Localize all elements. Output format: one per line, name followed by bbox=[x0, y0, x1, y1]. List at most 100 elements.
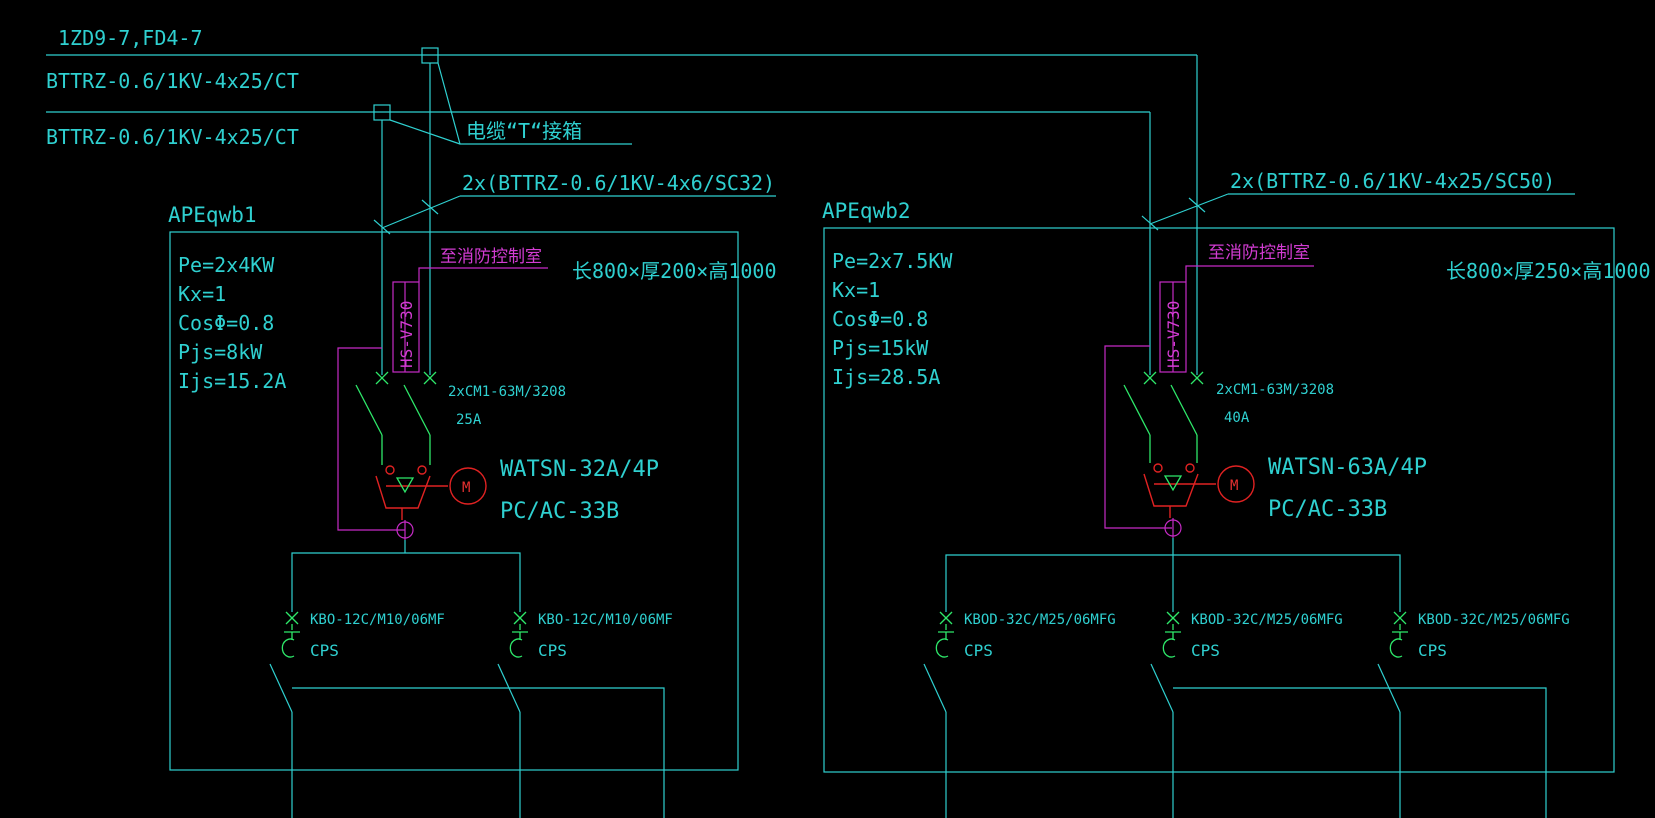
ats-body bbox=[375, 475, 431, 509]
panel2-outgoing-1 bbox=[923, 611, 954, 818]
panel1-param-kx: Kx=1 bbox=[178, 282, 226, 306]
panel2-breaker: 2xCM1-63M/3208 bbox=[1216, 382, 1334, 398]
panel2-outgoing-3 bbox=[1377, 611, 1408, 818]
panel1-out1-cps: CPS bbox=[310, 641, 339, 660]
panel2-param-pjs: Pjs=15kW bbox=[832, 336, 929, 360]
tbox-label: 电缆“T“接箱 bbox=[466, 119, 582, 143]
cps-symbol bbox=[935, 631, 954, 658]
panel2-out1-breaker: KBOD-32C/M25/06MFG bbox=[964, 612, 1116, 628]
panel1-name: APEqwb1 bbox=[168, 203, 257, 227]
panel1-breaker-symbols bbox=[355, 371, 437, 465]
switch-blade bbox=[1170, 384, 1198, 436]
panel2-ats-symbol bbox=[1143, 463, 1255, 538]
contact bbox=[417, 465, 427, 475]
panel2-to-fire-room: 至消防控制室 bbox=[1208, 243, 1310, 263]
panel1-module-label: HS-V730 bbox=[397, 301, 416, 368]
panel2-control-loop bbox=[1104, 345, 1172, 529]
switch-blade bbox=[1123, 384, 1151, 436]
panel2-tick-b bbox=[1141, 215, 1159, 231]
ats-body bbox=[1143, 473, 1199, 507]
panel1-ats: WATSN-32A/4P bbox=[500, 457, 659, 482]
motor-label: M bbox=[462, 480, 470, 496]
panel2-tick-a bbox=[1188, 197, 1206, 213]
switch-blade bbox=[403, 384, 431, 436]
motor-circle bbox=[1217, 465, 1255, 503]
panel1-tick-a bbox=[421, 199, 439, 215]
panel2-out2-cps: CPS bbox=[1191, 641, 1220, 660]
panel1-param-pjs: Pjs=8kW bbox=[178, 340, 263, 364]
panel2-enclosure bbox=[823, 227, 1615, 773]
cps-symbol bbox=[509, 631, 528, 658]
panel2-param-kx: Kx=1 bbox=[832, 278, 880, 302]
cps-symbol bbox=[1389, 631, 1408, 658]
cps-symbol bbox=[1162, 631, 1181, 658]
panel1-ats-class: PC/AC-33B bbox=[500, 499, 619, 524]
ats-triangle bbox=[395, 477, 415, 494]
panel2-breaker-symbols bbox=[1123, 371, 1204, 463]
motor-label: M bbox=[1230, 478, 1238, 494]
panel1-control-loop bbox=[337, 347, 405, 531]
panel2-param-ijs: Ijs=28.5A bbox=[832, 365, 940, 389]
panel1-out2-cps: CPS bbox=[538, 641, 567, 660]
panel2-return-line bbox=[1173, 687, 1547, 818]
x-mark bbox=[1393, 611, 1407, 625]
panel1-hs-module bbox=[392, 281, 420, 373]
header-line1: 1ZD9-7,FD4-7 bbox=[58, 26, 203, 50]
panel1-out1-breaker: KBO-12C/M10/06MF bbox=[310, 612, 445, 628]
contact bbox=[1185, 463, 1195, 473]
x-mark bbox=[1143, 371, 1157, 385]
panel-apeqwb2: M bbox=[823, 193, 1615, 818]
contact bbox=[1153, 463, 1163, 473]
panel1-outgoing-bus bbox=[291, 552, 521, 612]
panel2-param-cos: CosΦ=0.8 bbox=[832, 307, 928, 331]
tbox-leader-b bbox=[389, 119, 461, 145]
incoming-bus bbox=[46, 47, 1198, 375]
panel1-fire-control-line bbox=[418, 267, 548, 282]
x-mark bbox=[375, 371, 389, 385]
x-mark bbox=[1190, 371, 1204, 385]
panel1-param-pe: Pe=2x4KW bbox=[178, 253, 275, 277]
panel2-out1-cps: CPS bbox=[964, 641, 993, 660]
panel2-breaker-rating: 40A bbox=[1224, 410, 1250, 426]
panel1-ats-symbol bbox=[375, 465, 487, 540]
panel1-breaker-rating: 25A bbox=[456, 412, 482, 428]
panel2-module-label: HS-V730 bbox=[1164, 301, 1183, 368]
panel1-tick-b bbox=[373, 219, 391, 235]
panel2-out3-cps: CPS bbox=[1418, 641, 1447, 660]
motor-circle bbox=[449, 467, 487, 505]
panel1-feeder-leader bbox=[381, 195, 461, 229]
panel1-out2-breaker: KBO-12C/M10/06MF bbox=[538, 612, 673, 628]
panel2-fire-control-line bbox=[1185, 265, 1314, 282]
switch-blade bbox=[355, 384, 383, 436]
panel2-feeder-leader bbox=[1149, 193, 1229, 225]
x-mark bbox=[423, 371, 437, 385]
panel2-out2-breaker: KBOD-32C/M25/06MFG bbox=[1191, 612, 1343, 628]
panel1-outgoing-2 bbox=[497, 611, 528, 818]
cable-label-b: BTTRZ-0.6/1KV-4x25/CT bbox=[46, 125, 299, 149]
panel1-to-fire-room: 至消防控制室 bbox=[440, 247, 542, 267]
panel1-return-line bbox=[292, 687, 665, 818]
switch-blade bbox=[1150, 663, 1174, 713]
panel2-param-pe: Pe=2x7.5KW bbox=[832, 249, 953, 273]
panel2-out3-breaker: KBOD-32C/M25/06MFG bbox=[1418, 612, 1570, 628]
panel1-outgoing-1 bbox=[269, 611, 300, 818]
x-mark bbox=[1166, 611, 1180, 625]
panel2-feeder: 2x(BTTRZ-0.6/1KV-4x25/SC50) bbox=[1230, 169, 1555, 193]
panel1-param-ijs: Ijs=15.2A bbox=[178, 369, 286, 393]
panel2-ats-class: PC/AC-33B bbox=[1268, 497, 1387, 522]
panel1-feeder: 2x(BTTRZ-0.6/1KV-4x6/SC32) bbox=[462, 171, 775, 195]
panel1-param-cos: CosΦ=0.8 bbox=[178, 311, 274, 335]
panel1-size: 长800×厚200×高1000 bbox=[572, 259, 777, 283]
panel2-size: 长800×厚250×高1000 bbox=[1446, 259, 1651, 283]
cps-symbol bbox=[281, 631, 300, 658]
panel-apeqwb1: M bbox=[169, 195, 776, 818]
x-mark bbox=[285, 611, 299, 625]
x-mark bbox=[939, 611, 953, 625]
panel2-name: APEqwb2 bbox=[822, 199, 911, 223]
cable-label-a: BTTRZ-0.6/1KV-4x25/CT bbox=[46, 69, 299, 93]
switch-blade bbox=[269, 663, 293, 713]
x-mark bbox=[513, 611, 527, 625]
contact bbox=[385, 465, 395, 475]
ats-triangle bbox=[1163, 475, 1183, 492]
